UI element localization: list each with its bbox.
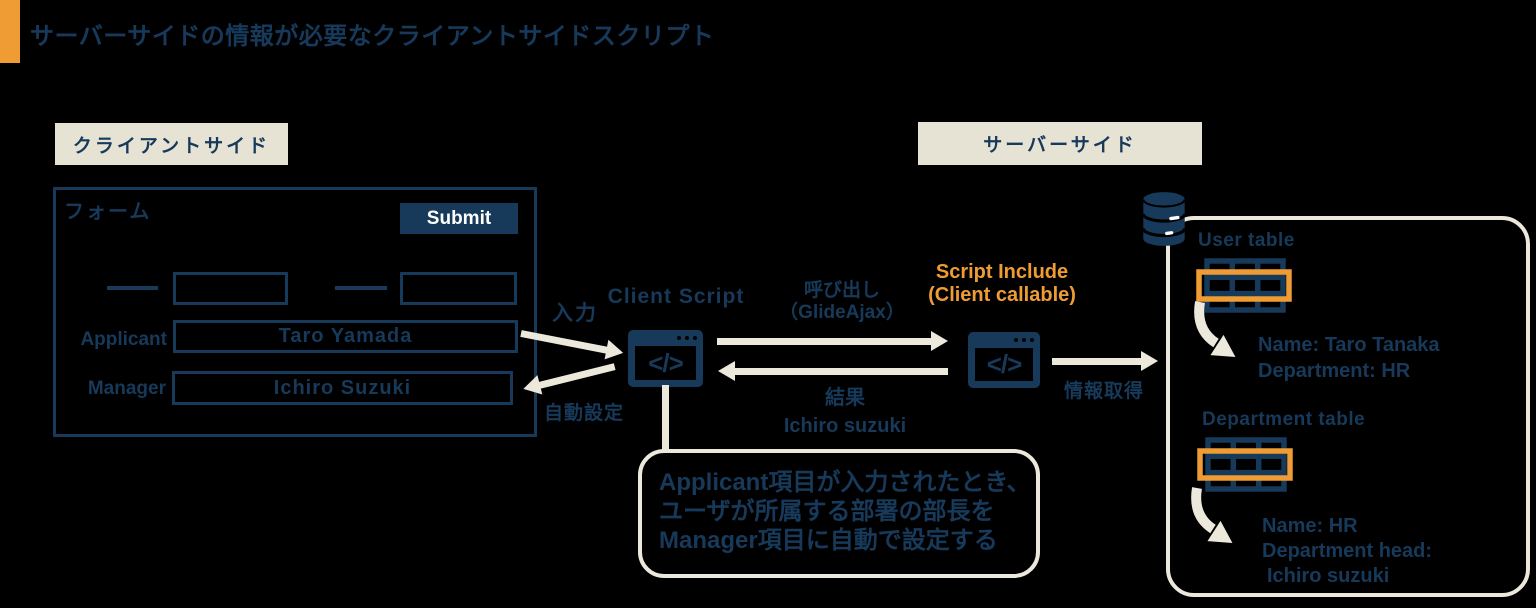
input-arrow-label: 入力 <box>552 302 598 325</box>
window-dot-icon <box>693 336 697 340</box>
server-side-section-label: サーバーサイド <box>918 122 1202 165</box>
server-side-label-text: サーバーサイド <box>983 135 1137 156</box>
user-record-line: Name: Taro Tanaka <box>1258 334 1440 356</box>
user-record-text: Name: Taro Tanaka Department: HR <box>1258 332 1440 384</box>
form-title: フォーム <box>64 201 152 223</box>
callout-connector-line <box>662 385 669 451</box>
database-icon <box>1141 192 1187 246</box>
code-glyph: </> <box>986 349 1023 379</box>
department-record-line: Department head: <box>1262 540 1433 562</box>
script-include-title-line: Script Include <box>935 261 1069 283</box>
department-record-text: Name: HR Department head: Ichiro suzuki <box>1262 514 1432 589</box>
callout-line: Manager項目に自動で設定する <box>659 527 998 554</box>
form-panel <box>53 187 537 437</box>
autoset-arrow-icon <box>538 363 616 389</box>
script-include-title: Script Include (Client callable) <box>912 261 1092 307</box>
applicant-field[interactable]: Taro Yamada <box>173 320 518 353</box>
code-window-body: </> <box>635 346 696 380</box>
page-title: サーバーサイドの情報が必要なクライアントサイドスクリプト <box>30 23 715 50</box>
empty-field-box[interactable] <box>173 272 288 305</box>
window-dot-icon <box>1014 338 1018 342</box>
department-record-line: Name: HR <box>1262 515 1358 537</box>
client-side-label-text: クライアントサイド <box>72 135 271 157</box>
window-dot-icon <box>1022 338 1026 342</box>
fetch-arrow-icon <box>1052 351 1158 371</box>
result-arrow-icon <box>718 361 948 381</box>
script-include-subtitle-line: (Client callable) <box>928 284 1076 306</box>
submit-button-label: Submit <box>426 207 492 229</box>
window-dot-icon <box>1030 338 1034 342</box>
user-record-line: Department: HR <box>1258 360 1411 382</box>
user-table-label: User table <box>1198 230 1295 251</box>
applicant-field-value: Taro Yamada <box>278 325 413 347</box>
autoset-arrow-label: 自動設定 <box>544 403 625 424</box>
department-table-icon <box>1197 437 1293 492</box>
applicant-field-label: Applicant <box>80 329 167 350</box>
callout-line: ユーザが所属する部署の部長を <box>659 498 995 525</box>
window-dot-icon <box>677 336 681 340</box>
server-database-panel <box>1166 216 1530 597</box>
submit-button[interactable]: Submit <box>400 203 518 234</box>
call-label-line2: （GlideAjax） <box>779 302 905 323</box>
field-dash <box>107 286 158 290</box>
client-side-section-label: クライアントサイド <box>55 123 288 165</box>
script-include-code-icon: </> <box>968 332 1040 388</box>
manager-field[interactable]: Ichiro Suzuki <box>172 371 513 405</box>
code-glyph: </> <box>648 347 684 378</box>
result-label-line2: Ichiro suzuki <box>783 415 907 437</box>
record-arrow-icon <box>1191 487 1233 543</box>
department-table-label: Department table <box>1202 409 1366 430</box>
field-dash <box>335 286 387 290</box>
callout-box: Applicant項目が入力されたとき、 ユーザが所属する部署の部長を Mana… <box>638 449 1040 578</box>
title-accent-bar <box>0 0 20 63</box>
call-label-line1: 呼び出し <box>803 280 880 301</box>
manager-field-label: Manager <box>87 378 166 399</box>
code-window-body: </> <box>975 348 1033 381</box>
empty-field-box[interactable] <box>400 272 517 305</box>
fetch-arrow-label: 情報取得 <box>1064 381 1145 402</box>
result-arrow-label: 結果 Ichiro suzuki <box>761 384 929 440</box>
window-dot-icon <box>685 336 689 340</box>
client-script-title: Client Script <box>607 285 745 308</box>
callout-line: Applicant項目が入力されたとき、 <box>659 469 1031 496</box>
record-arrow-icon <box>1194 301 1236 357</box>
call-arrow-label: 呼び出し （GlideAjax） <box>758 280 926 324</box>
client-script-code-icon: </> <box>628 330 703 387</box>
call-arrow-icon <box>717 331 948 351</box>
department-record-line: Ichiro suzuki <box>1267 565 1390 587</box>
user-table-icon <box>1196 258 1292 313</box>
result-label-line1: 結果 <box>825 387 865 409</box>
manager-field-value: Ichiro Suzuki <box>273 376 412 399</box>
